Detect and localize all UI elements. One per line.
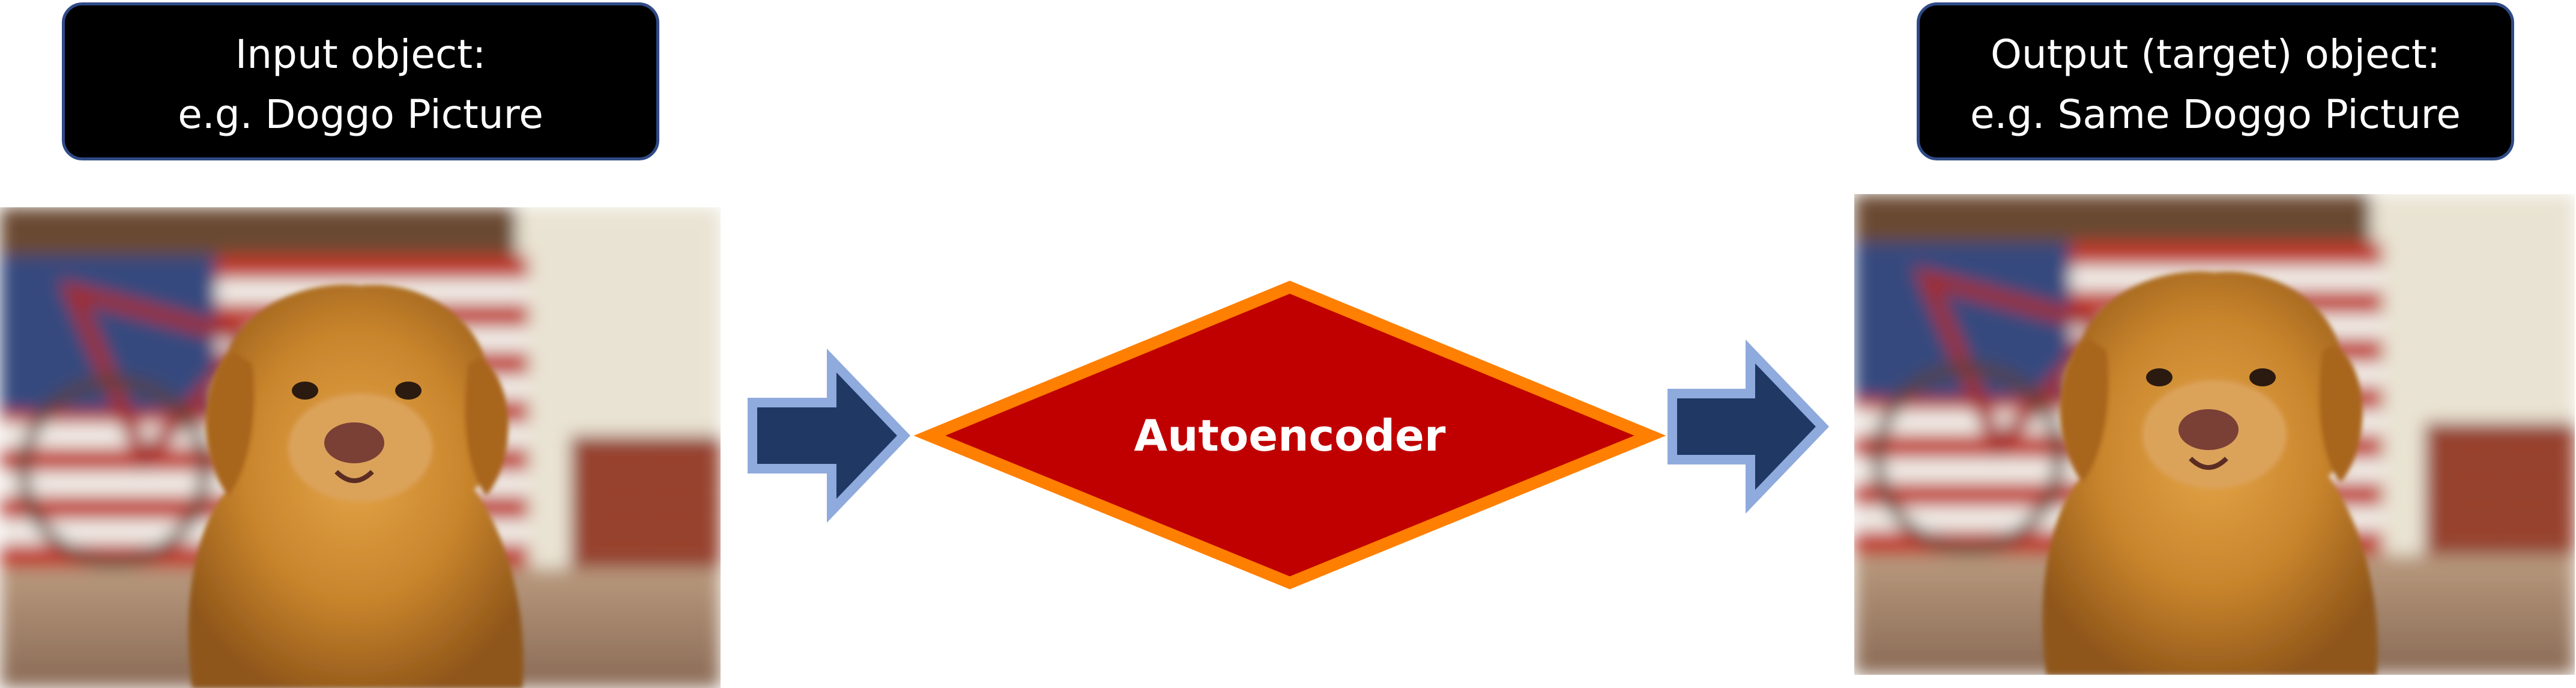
output-label-box: Output (target) object: e.g. Same Doggo … xyxy=(1917,2,2514,160)
input-label-line1: Input object: xyxy=(235,31,486,78)
dog-photo-illustration xyxy=(0,207,721,688)
input-label-line2: e.g. Doggo Picture xyxy=(178,91,543,138)
output-dog-image xyxy=(1854,194,2575,675)
input-label-box: Input object: e.g. Doggo Picture xyxy=(62,2,659,160)
right-arrow-icon xyxy=(748,349,911,523)
autoencoder-diamond xyxy=(913,281,1666,589)
output-label-line2: e.g. Same Doggo Picture xyxy=(1970,91,2461,138)
autoencoder-label: Autoencoder xyxy=(1134,410,1446,461)
input-dog-image xyxy=(0,207,721,688)
dog-photo-illustration xyxy=(1854,194,2575,675)
output-label-line1: Output (target) object: xyxy=(1990,31,2440,78)
right-arrow-icon xyxy=(1667,339,1830,514)
